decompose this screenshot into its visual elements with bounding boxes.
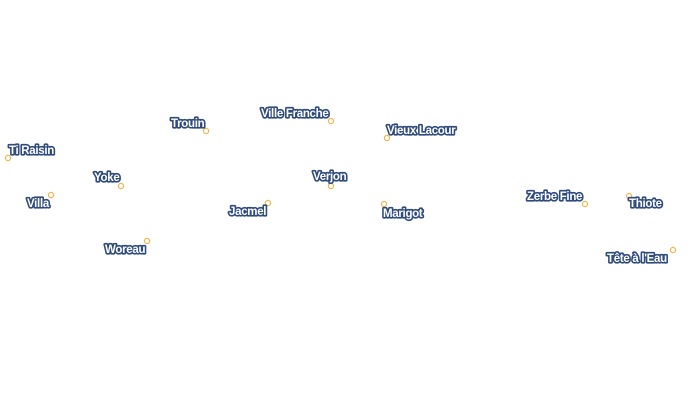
place-label: Zerbe Fine: [527, 191, 582, 203]
place-verjon: Verjon: [311, 169, 349, 190]
place-marker-icon: [669, 246, 677, 254]
place-label: Ville Franche: [261, 108, 328, 120]
place-label: Yoke: [94, 172, 119, 184]
place-marker-icon: [264, 199, 272, 207]
place-marker-icon: [327, 182, 335, 190]
place-jacmel: Jacmel: [227, 199, 272, 220]
place-marker-icon: [117, 182, 125, 190]
place-label: Ti Raisin: [9, 145, 54, 157]
place-woreau: Woreau: [103, 237, 151, 258]
place-marker-icon: [625, 192, 633, 200]
place-label: Thiote: [629, 198, 662, 210]
place-label: Jacmel: [229, 206, 266, 218]
place-thiote: Thiote: [625, 192, 664, 212]
place-marker-icon: [4, 154, 12, 162]
place-trouin: Trouin: [169, 116, 210, 135]
place-marigot: Marigot: [380, 200, 425, 222]
place-label: Villa: [27, 198, 50, 210]
place-label: Verjon: [313, 171, 347, 183]
place-zerbe-fine: Zerbe Fine: [525, 189, 589, 208]
place-label: Woreau: [105, 244, 145, 256]
place-vieux-lacour: Vieux Lacour: [383, 123, 458, 142]
place-marker-icon: [327, 117, 335, 125]
place-marker-icon: [143, 237, 151, 245]
place-ville-franche: Ville Franche: [259, 106, 335, 125]
place-tete-a-l-eau: Tête à l'Eau: [605, 246, 677, 267]
place-marker-icon: [383, 134, 391, 142]
place-marker-icon: [47, 191, 55, 199]
place-villa: Villa: [25, 191, 55, 212]
place-label: Vieux Lacour: [387, 125, 456, 137]
place-marker-icon: [380, 200, 388, 208]
place-label: Tête à l'Eau: [607, 253, 667, 265]
place-ti-raisin: Ti Raisin: [4, 143, 56, 162]
place-marker-icon: [581, 200, 589, 208]
place-label: Marigot: [383, 208, 423, 220]
place-marker-icon: [202, 127, 210, 135]
place-label: Trouin: [171, 118, 205, 130]
place-yoke: Yoke: [92, 170, 125, 190]
